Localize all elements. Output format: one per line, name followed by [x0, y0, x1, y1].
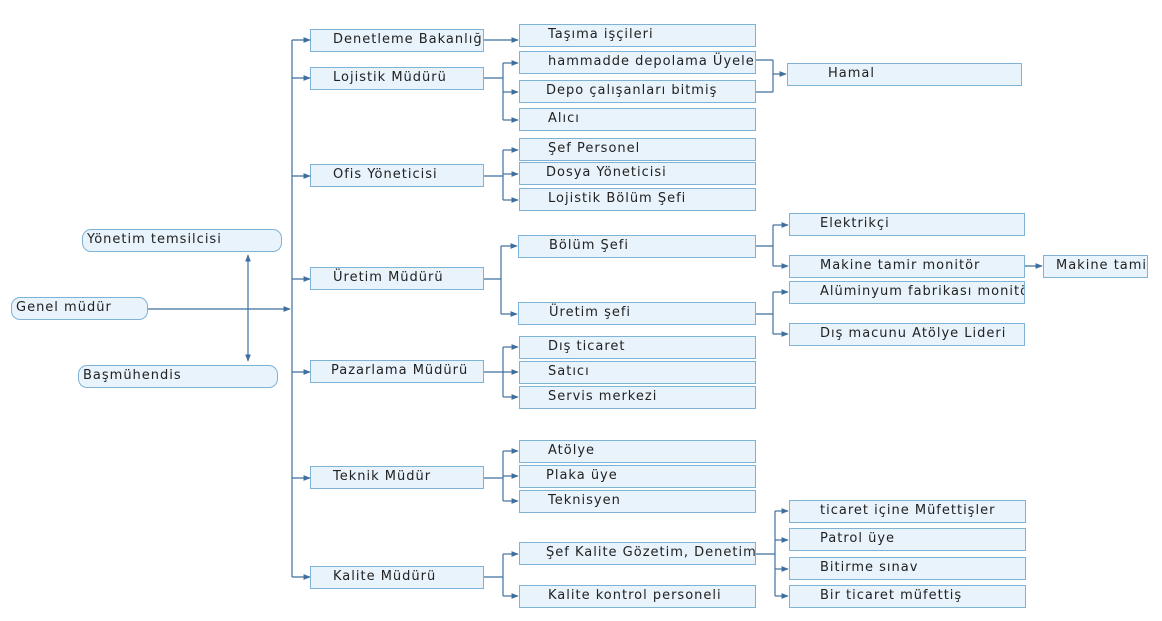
node-ofis-yoneticisi: Ofis Yöneticisi: [310, 164, 484, 187]
node-pazarlama-muduru: Pazarlama Müdürü: [310, 360, 484, 383]
node-elektrikci: Elektrikçi: [789, 213, 1025, 236]
node-lojistik-bolum-sefi: Lojistik Bölüm Şefi: [519, 188, 756, 211]
node-sef-personel: Şef Personel: [519, 138, 756, 161]
node-lojistik-muduru: Lojistik Müdürü: [310, 67, 484, 90]
node-hamal: Hamal: [787, 63, 1022, 86]
node-aluminyum-fabrikasi: Alüminyum fabrikası monitör: [789, 281, 1025, 304]
node-uretim-sefi: Üretim şefi: [518, 302, 756, 325]
node-sef-kalite-gozetim: Şef Kalite Gözetim, Denetimn: [519, 542, 756, 565]
node-hammadde-depolama: hammadde depolama Üyeleri: [519, 51, 756, 74]
node-uretim-muduru: Üretim Müdürü: [310, 267, 484, 290]
node-yonetim-temsilcisi: Yönetim temsilcisi: [82, 229, 282, 252]
node-atolye: Atölye: [519, 440, 756, 463]
node-makine-tamir-monitor: Makine tamir monitör: [789, 255, 1025, 278]
node-depo-calisanlari: Depo çalışanları bitmiş: [519, 80, 756, 103]
node-dosya-yoneticisi: Dosya Yöneticisi: [519, 162, 756, 185]
node-ticaret-icine-mufettisler: ticaret içine Müfettişler: [789, 500, 1026, 523]
node-servis-merkezi: Servis merkezi: [519, 386, 756, 409]
node-makine-tamir: Makine tamir: [1043, 255, 1148, 278]
node-kalite-kontrol-personeli: Kalite kontrol personeli: [519, 585, 756, 608]
node-teknik-mudur: Teknik Müdür: [310, 466, 484, 489]
node-bitirme-sinav: Bitirme sınav: [789, 557, 1026, 580]
node-bolum-sefi: Bölüm Şefi: [518, 235, 756, 258]
node-kalite-muduru: Kalite Müdürü: [310, 566, 484, 589]
node-genel-mudur: Genel müdür: [11, 297, 148, 320]
node-dis-ticaret: Dış ticaret: [519, 336, 756, 359]
node-denetleme-bakanligi: Denetleme Bakanlığı: [310, 29, 484, 52]
node-basmuhendis: Başmühendis: [78, 365, 278, 388]
node-dis-macunu: Dış macunu Atölye Lideri: [789, 323, 1025, 346]
node-satici: Satıcı: [519, 361, 756, 384]
node-teknisyen: Teknisyen: [519, 490, 756, 513]
node-tasima-iscileri: Taşıma işçileri: [519, 24, 756, 47]
node-alici: Alıcı: [519, 108, 756, 131]
node-patrol-uye: Patrol üye: [789, 528, 1026, 551]
node-plaka-uye: Plaka üye: [519, 465, 756, 488]
node-bir-ticaret-mufettis: Bir ticaret müfettiş: [789, 585, 1026, 608]
